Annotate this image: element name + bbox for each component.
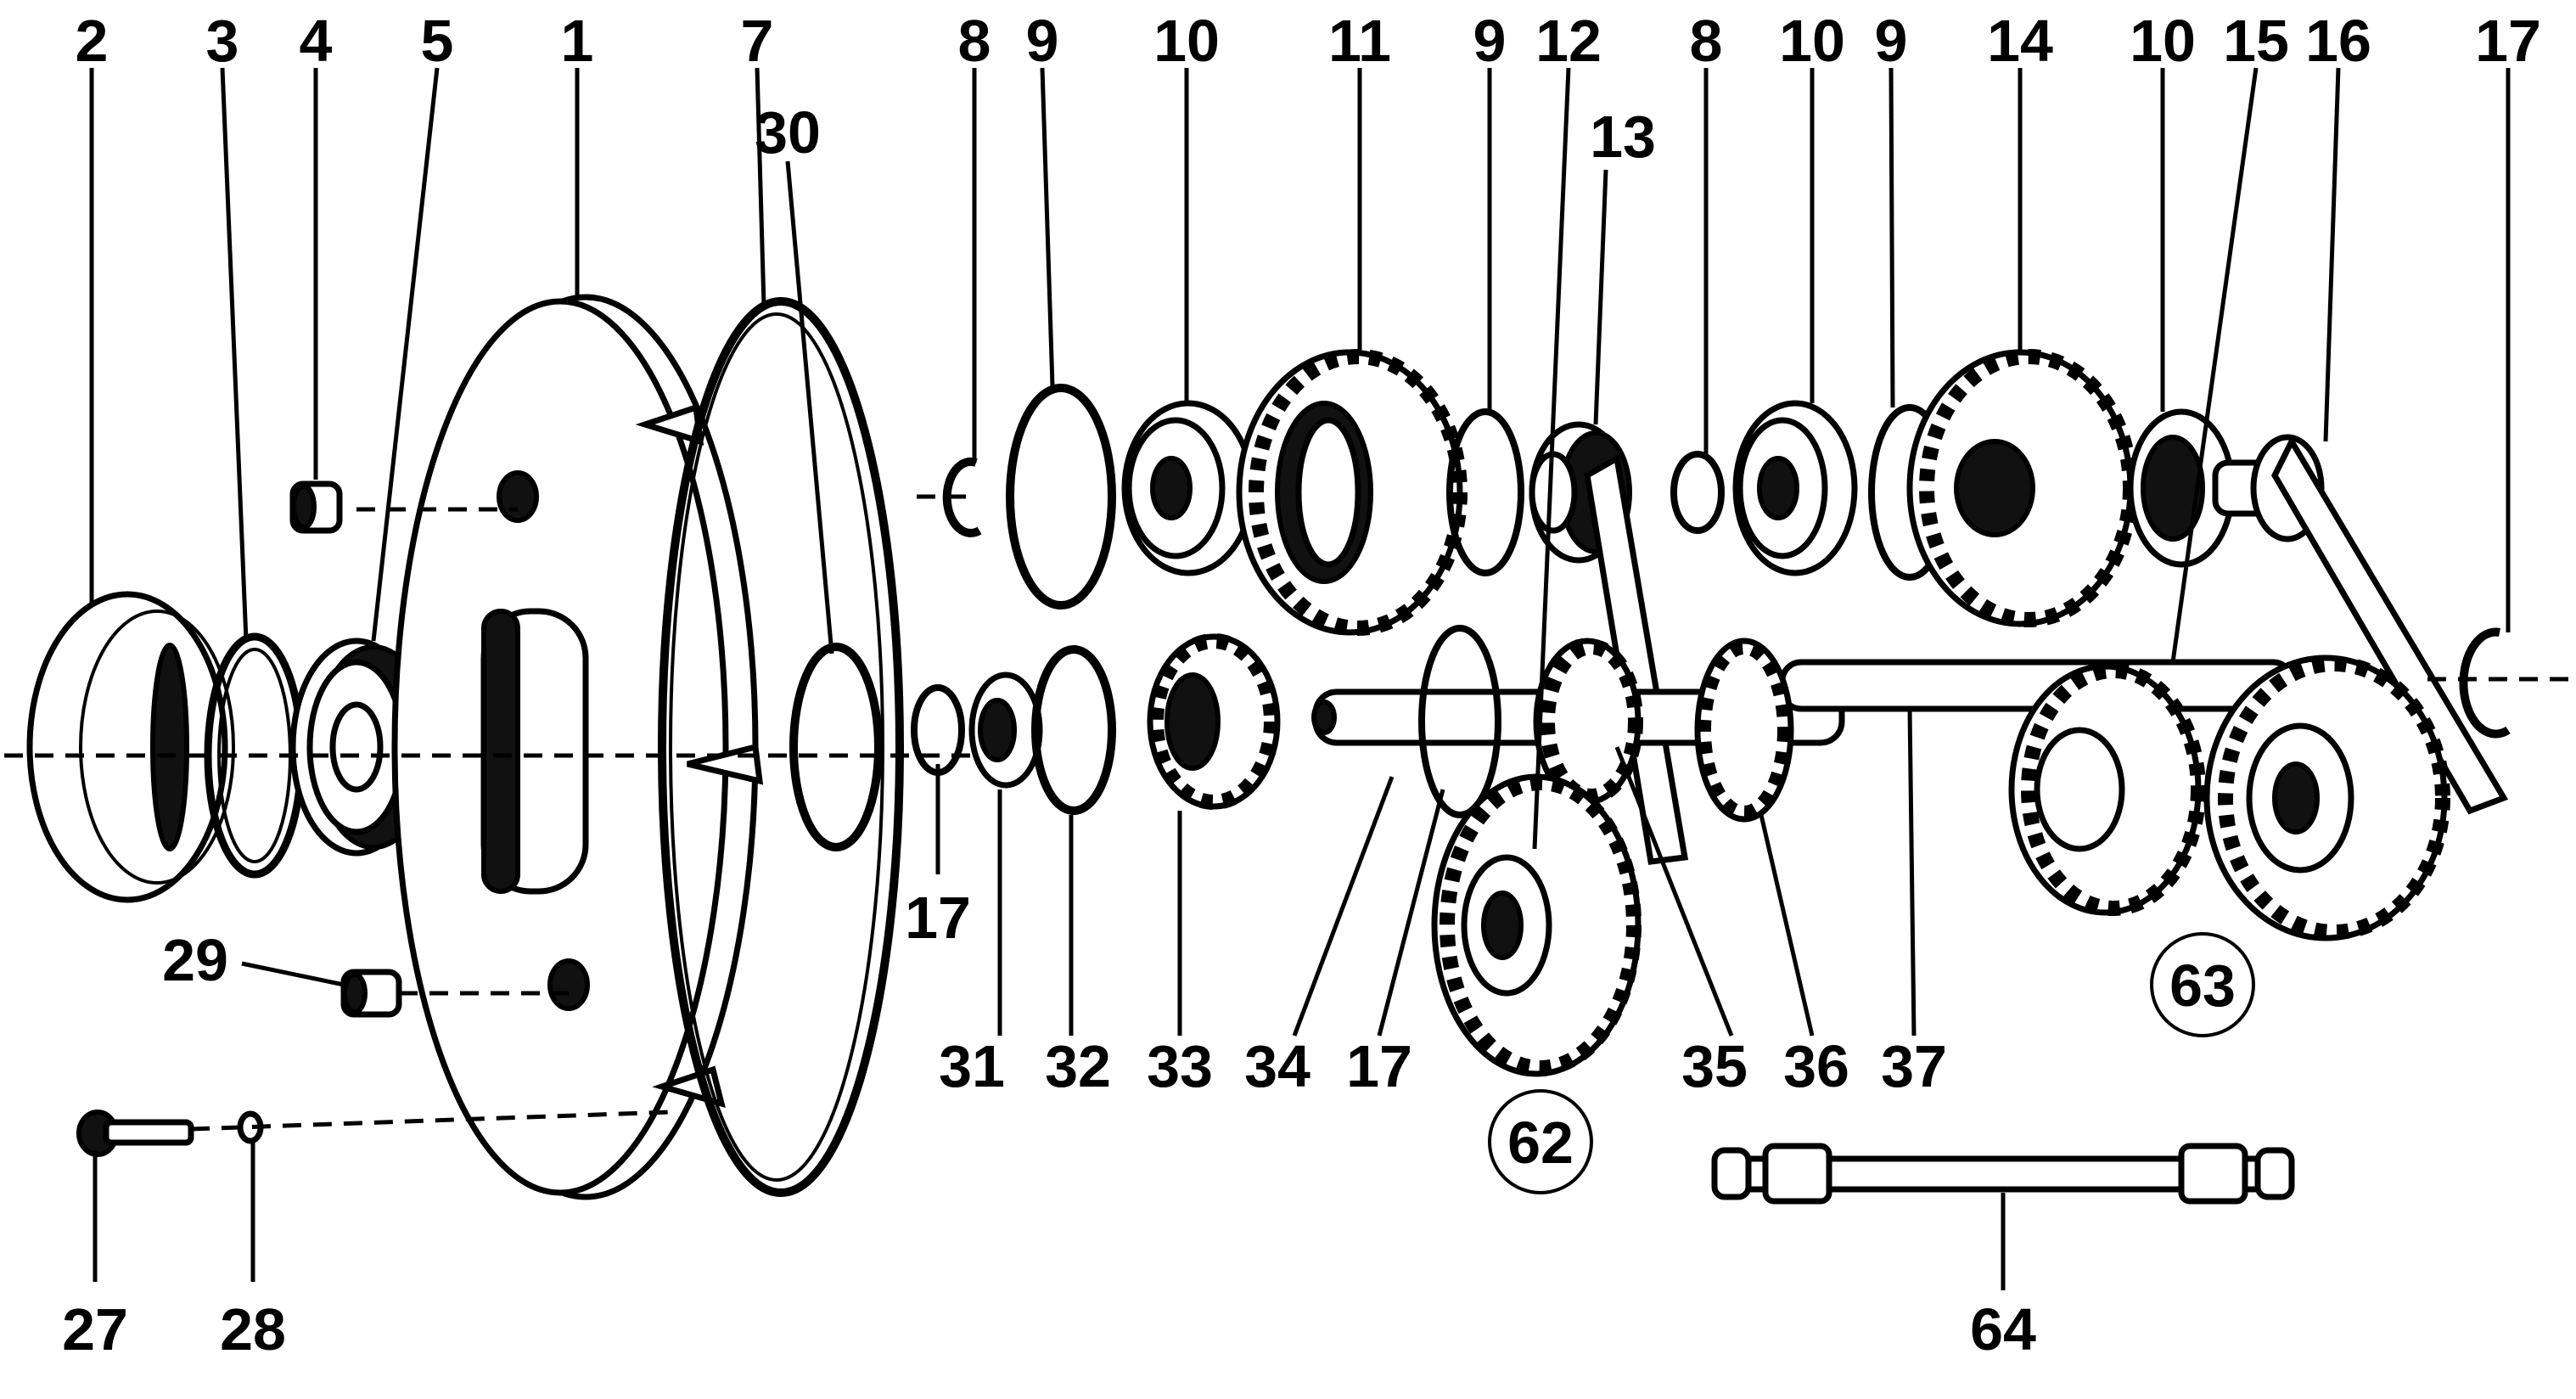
part-label: 64 bbox=[1970, 1296, 2036, 1362]
part-8-circlip-right bbox=[1670, 451, 1725, 534]
part-label: 16 bbox=[2305, 8, 2371, 74]
part-32-washer bbox=[1031, 645, 1116, 815]
part-10-ball-bearing-c bbox=[2127, 408, 2236, 568]
part-label: 10 bbox=[2130, 8, 2196, 74]
part-label: 10 bbox=[1779, 8, 1845, 74]
part-33-small-gear bbox=[1147, 633, 1281, 810]
part-2-cover-cap bbox=[26, 591, 235, 903]
part-label: 28 bbox=[220, 1296, 286, 1362]
part-30-ring bbox=[789, 643, 883, 851]
part-label: 14 bbox=[1987, 8, 2053, 74]
part-label: 31 bbox=[939, 1033, 1005, 1099]
part-number-labels: 2 3 4 5 1 7 8 9 10 11 9 12 8 10 9 14 10 … bbox=[62, 8, 2541, 1362]
part-label: 2 bbox=[76, 8, 109, 74]
part-1-housing bbox=[391, 294, 764, 1200]
part-8-circlip-upper bbox=[942, 457, 982, 537]
part-label: 11 bbox=[1328, 8, 1391, 74]
part-9-circlip-middle bbox=[1446, 408, 1524, 576]
part-label: 9 bbox=[1473, 8, 1507, 74]
part-17-circlip-left bbox=[911, 684, 965, 776]
part-label: 9 bbox=[1026, 8, 1059, 74]
part-29-plug bbox=[340, 969, 402, 1018]
part-31-spacer bbox=[968, 671, 1043, 789]
part-label: 34 bbox=[1244, 1033, 1310, 1099]
part-10-ball-bearing-b bbox=[1732, 400, 1858, 576]
leader-lines bbox=[89, 67, 2511, 1290]
part-label: 5 bbox=[421, 8, 454, 74]
part-label: 35 bbox=[1681, 1033, 1748, 1099]
part-label: 8 bbox=[958, 8, 991, 74]
part-label: 30 bbox=[755, 99, 821, 166]
part-label: 15 bbox=[2223, 8, 2289, 74]
part-label: 3 bbox=[206, 8, 239, 74]
part-label: 7 bbox=[741, 8, 774, 74]
part-27-bolt bbox=[76, 1110, 194, 1157]
circle-63 bbox=[2150, 932, 2255, 1037]
part-label: 17 bbox=[2475, 8, 2541, 74]
part-label: 17 bbox=[905, 885, 971, 951]
part-11-gear bbox=[1236, 349, 1468, 636]
assembly-label-circles bbox=[1488, 932, 2255, 1194]
part-label: 12 bbox=[1535, 8, 1602, 74]
part-17-circlip-shaft bbox=[1418, 625, 1501, 818]
part-label: 9 bbox=[1875, 8, 1908, 74]
part-10-ball-bearing-a bbox=[1121, 400, 1255, 576]
assembly-62-gear bbox=[1431, 773, 1642, 1077]
part-label: 10 bbox=[1153, 8, 1220, 74]
part-label: 33 bbox=[1147, 1033, 1213, 1099]
part-label: 13 bbox=[1590, 104, 1656, 170]
assembly-centerlines bbox=[4, 494, 2572, 1132]
part-4-plug bbox=[289, 480, 343, 534]
part-label: 4 bbox=[300, 8, 333, 74]
part-15-16-shaft-end-belt bbox=[2212, 434, 2509, 815]
part-label: 29 bbox=[162, 927, 228, 993]
assembly-63-gears bbox=[2008, 655, 2450, 941]
circle-62 bbox=[1488, 1089, 1593, 1194]
part-label: 63 bbox=[2169, 952, 2236, 1019]
part-label: 8 bbox=[1690, 8, 1723, 74]
part-64-shaft bbox=[1711, 1143, 2295, 1205]
part-17-circlip-far-right bbox=[2459, 627, 2511, 739]
part-14-gear bbox=[1906, 349, 2138, 627]
part-13-bevel-gear bbox=[1529, 421, 1689, 865]
part-label: 36 bbox=[1783, 1033, 1849, 1099]
part-label: 62 bbox=[1507, 1110, 1574, 1176]
part-label: 37 bbox=[1881, 1033, 1947, 1099]
part-label: 17 bbox=[1346, 1033, 1412, 1099]
part-label: 27 bbox=[62, 1296, 128, 1362]
part-label: 32 bbox=[1045, 1033, 1111, 1099]
part-label: 1 bbox=[561, 8, 594, 74]
part-9-circlip-upper bbox=[1006, 384, 1116, 610]
